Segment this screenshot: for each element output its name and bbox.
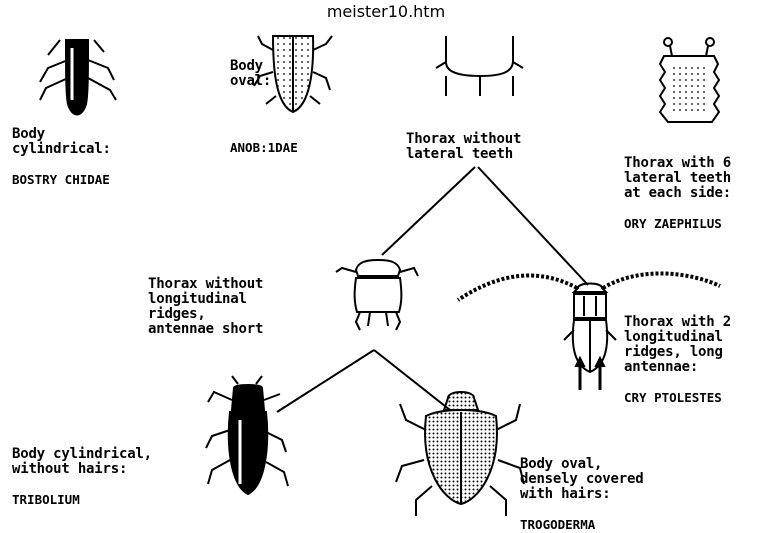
beetle-tribolium-illustration [206, 376, 288, 494]
label-cryptolestes: Thorax with 2 longitudinal ridges, long … [624, 300, 731, 406]
connector-line [382, 167, 475, 255]
label-oryzaephilus: Thorax with 6 lateral teeth at each side… [624, 141, 731, 232]
connector-line [374, 350, 450, 410]
taxon-name: ANOB:1DAE [230, 140, 298, 155]
description-text: Body cylindrical: [12, 126, 111, 157]
description-text: Body oval: [230, 58, 271, 89]
label-no-lateral-teeth: Thorax without lateral teeth [406, 117, 521, 162]
description-text: Thorax without longitudinal ridges, ante… [148, 276, 263, 337]
label-anobiidae: Body oval: ANOB:1DAE [230, 44, 298, 156]
description-text: Thorax with 2 longitudinal ridges, long … [624, 314, 731, 375]
taxon-name: BOSTRY CHIDAE [12, 172, 110, 187]
label-bostrychidae: Body cylindrical: BOSTRY CHIDAE [12, 112, 111, 188]
label-trogoderma: Body oval, densely covered with hairs: T… [520, 442, 643, 533]
taxon-name: TROGODERMA [520, 517, 595, 532]
thorax-oryzaephilus-illustration [660, 38, 719, 122]
label-tribolium: Body cylindrical, without hairs: TRIBOLI… [12, 432, 152, 508]
label-no-ridges: Thorax without longitudinal ridges, ante… [148, 262, 263, 337]
beetle-trogoderma-illustration [396, 392, 524, 516]
description-text: Body oval, densely covered with hairs: [520, 456, 643, 502]
description-text: Thorax without lateral teeth [406, 131, 521, 162]
thorax-without-teeth-illustration [436, 36, 523, 96]
description-text: Body cylindrical, without hairs: [12, 446, 152, 477]
beetle-bostrychidae-illustration [40, 40, 116, 115]
taxon-name: CRY PTOLESTES [624, 390, 722, 405]
beetle-no-ridges-illustration [336, 260, 418, 330]
connector-lines [277, 167, 588, 412]
description-text: Thorax with 6 lateral teeth at each side… [624, 155, 731, 201]
connector-line [277, 350, 374, 412]
taxon-name: TRIBOLIUM [12, 492, 80, 507]
taxon-name: ORY ZAEPHILUS [624, 216, 722, 231]
connector-line [478, 167, 588, 285]
